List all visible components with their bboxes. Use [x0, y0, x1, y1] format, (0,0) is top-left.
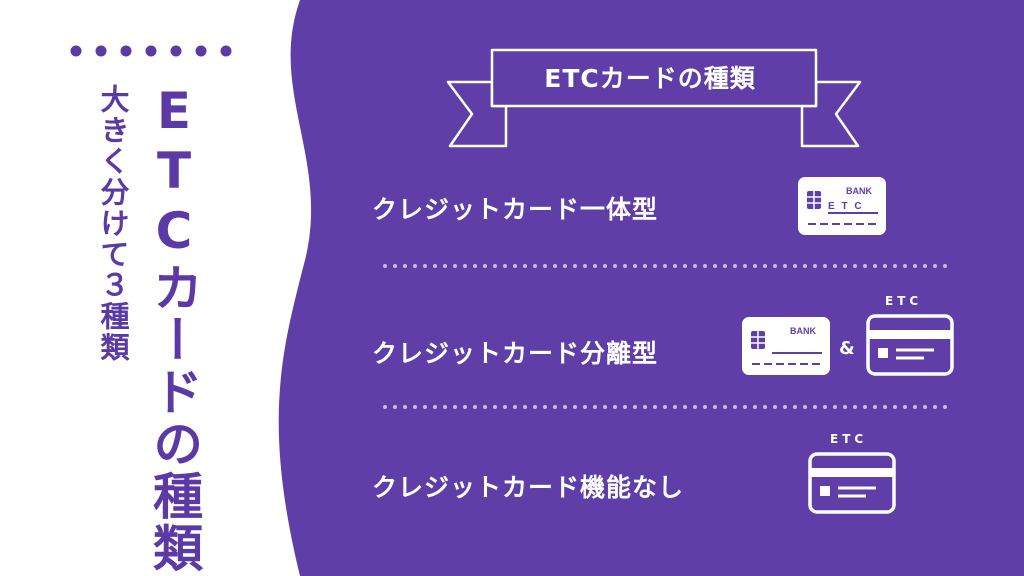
card-bank-text: BANK: [790, 326, 816, 336]
decorative-dots: [70, 45, 232, 57]
ribbon-title: ETCカードの種類: [544, 64, 756, 93]
card-etc-text: E T C: [828, 201, 864, 212]
row-label-separate: クレジットカード分離型: [372, 339, 659, 368]
etc-card-caption: ETC: [885, 294, 923, 308]
etc-card-icon: [866, 314, 954, 376]
purple-panel: [278, 0, 1024, 576]
row-label-no-credit: クレジットカード機能なし: [372, 473, 685, 502]
main-vertical-title: ETCカードの種類: [145, 82, 203, 574]
dotted-separator: [383, 264, 954, 268]
card-bank-text: BANK: [846, 186, 872, 196]
sub-vertical-title: 大きく分けて３種類: [96, 84, 130, 363]
ribbon-banner: [446, 48, 862, 148]
bank-card-icon: BANK: [742, 317, 830, 375]
etc-card-caption: ETC: [830, 432, 868, 446]
ampersand: &: [839, 338, 855, 359]
dotted-separator: [383, 405, 954, 409]
row-label-integrated: クレジットカード一体型: [372, 195, 659, 224]
etc-card-icon: [808, 452, 896, 514]
bank-etc-card-icon: BANK E T C: [798, 177, 886, 235]
